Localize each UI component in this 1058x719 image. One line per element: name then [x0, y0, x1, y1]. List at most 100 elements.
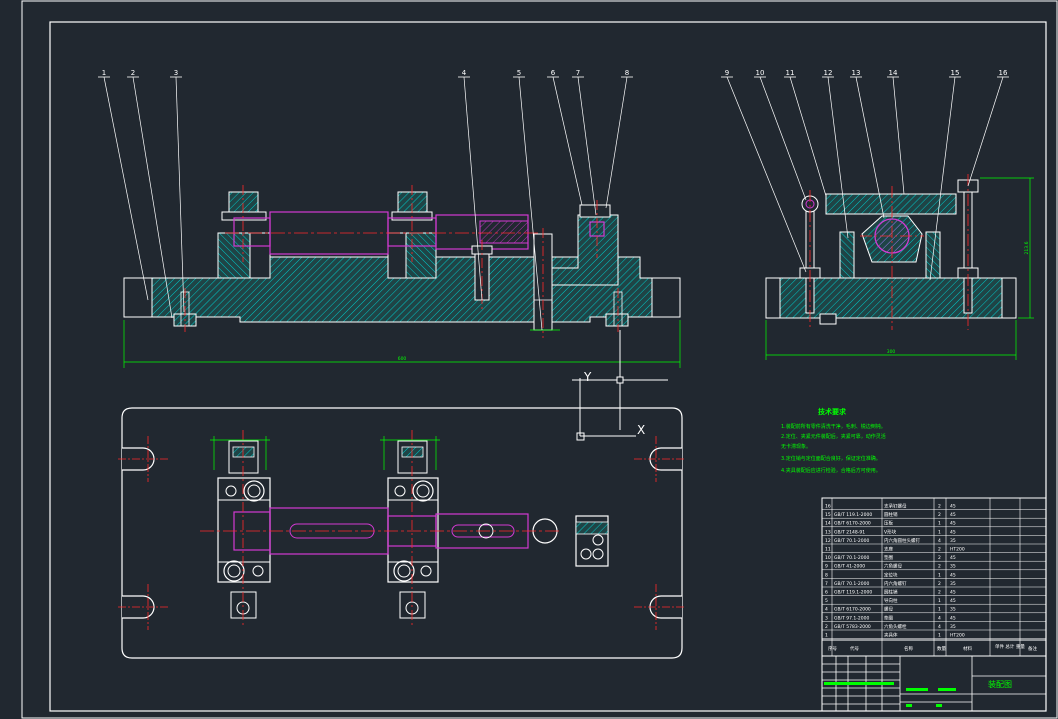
part-no: 15 [825, 512, 831, 518]
left-clamp-top [228, 191, 259, 213]
overall-length-value: 600 [398, 356, 407, 362]
ucs-y-label: Y [583, 370, 592, 384]
part-name: 定位块 [884, 571, 898, 578]
part-name: 六角螺母 [884, 563, 902, 570]
bolt-post [474, 249, 490, 301]
front-view: 600 [123, 185, 681, 368]
part-name: 内六角圆柱头螺钉 [884, 537, 920, 544]
part-qty: 2 [938, 555, 941, 561]
left-support-inner [249, 232, 271, 279]
part-qty: 2 [938, 564, 941, 570]
part-material: 35 [950, 607, 956, 613]
part-name: 压板 [884, 520, 893, 527]
side-callout-12: 12 [824, 69, 833, 77]
tech-req-line-4: 3.定位销与定位面配合良好，保证定位准确。 [781, 455, 881, 462]
side-view: 300 213.6 [765, 174, 1034, 360]
part-no: 6 [825, 590, 828, 596]
front-callout-6: 6 [551, 69, 556, 77]
part-name: 圆柱销 [884, 511, 898, 518]
front-callout-1: 1 [102, 69, 106, 77]
left-clamp-mid [221, 211, 267, 221]
part-qty: 1 [938, 633, 941, 639]
part-code: GB/T 6170-2000 [834, 521, 871, 527]
part-material: 45 [950, 504, 956, 510]
front-callout-4: 4 [462, 69, 467, 77]
part-material: 35 [950, 581, 956, 587]
part-qty: 1 [938, 572, 941, 578]
side-base [765, 277, 1017, 319]
part-qty: 4 [938, 538, 941, 544]
parts-list-header: 序号 代号 名称 数量 材料 单件 总计 重量 备注 [822, 639, 1046, 657]
part-material: HT200 [950, 633, 965, 639]
tech-req-line-1: 1.装配前所有零件清洗干净，毛刺、锐边倒钝。 [781, 423, 886, 430]
side-callout-11: 11 [786, 69, 795, 77]
front-callout-7: 7 [576, 69, 580, 77]
front-callout-8: 8 [625, 69, 629, 77]
base-plate-outline [121, 407, 683, 659]
part-code: GB/T 70.1-2000 [834, 581, 870, 587]
header-qty: 数量 [937, 645, 946, 652]
part-material: 45 [950, 555, 956, 561]
tech-req-line-5: 4.夹具装配后应进行检验，合格后方可使用。 [781, 467, 881, 474]
base-right-step [651, 277, 681, 318]
part-name: 螺母 [884, 606, 893, 613]
part-material: 45 [950, 590, 956, 596]
part-material: 45 [950, 512, 956, 518]
part-no: 13 [825, 529, 831, 535]
part-qty: 1 [938, 607, 941, 613]
side-callout-16: 16 [999, 69, 1008, 77]
side-callout-9: 9 [725, 69, 729, 77]
part-no: 16 [825, 504, 831, 510]
part-no: 2 [825, 624, 828, 630]
part-qty: 2 [938, 581, 941, 587]
part-qty: 2 [938, 547, 941, 553]
locating-block-top [575, 515, 609, 567]
front-callout-5: 5 [517, 69, 521, 77]
ucs-x-label: X [637, 423, 645, 437]
part-material: 35 [950, 624, 956, 630]
part-code: GB/T 119.1-2000 [834, 590, 872, 596]
side-width-value: 300 [887, 349, 896, 355]
part-code: GB/T 70.1-2000 [834, 538, 870, 544]
title-block: 装配图 [822, 656, 1046, 711]
part-no: 9 [825, 564, 828, 570]
part-code: GB/T 41-2000 [834, 564, 865, 570]
part-no: 1 [825, 633, 828, 639]
part-material: 45 [950, 529, 956, 535]
side-height-value: 213.6 [1024, 241, 1030, 254]
part-no: 7 [825, 581, 828, 587]
top-view [118, 407, 686, 659]
part-no: 4 [825, 607, 828, 613]
part-no: 8 [825, 572, 828, 578]
drawing-frame [49, 21, 1047, 712]
part-qty: 1 [938, 598, 941, 604]
part-material: 45 [950, 615, 956, 621]
middle-clamp-top [397, 191, 428, 213]
v-block-support [839, 231, 855, 279]
side-foot [819, 313, 837, 325]
header-code: 代号 [850, 645, 859, 652]
workpiece-shaft-end [479, 220, 529, 244]
front-callout-2: 2 [131, 69, 135, 77]
part-no: 11 [825, 547, 831, 553]
part-no: 5 [825, 598, 828, 604]
part-material: 35 [950, 538, 956, 544]
part-name: 支座 [884, 546, 893, 553]
part-code: GB/T 97.1-2000 [834, 615, 870, 621]
part-code: GB/T 2148-91 [834, 529, 865, 535]
part-no: 3 [825, 615, 828, 621]
part-name: 垫圈 [884, 614, 893, 621]
technical-requirements: 技术要求 1.装配前所有零件清洗干净，毛刺、锐边倒钝。 2.定位、夹紧元件装配后… [781, 407, 886, 474]
part-no: 14 [825, 521, 831, 527]
part-name: 夹具体 [884, 632, 898, 639]
part-name: 圆柱销 [884, 589, 898, 596]
header-weight: 单件 总计 重量 [995, 643, 1025, 650]
part-code: GB/T 119.1-2000 [834, 512, 872, 518]
side-callout-10: 10 [756, 69, 765, 77]
sheet-border [21, 0, 1058, 719]
part-qty: 1 [938, 529, 941, 535]
